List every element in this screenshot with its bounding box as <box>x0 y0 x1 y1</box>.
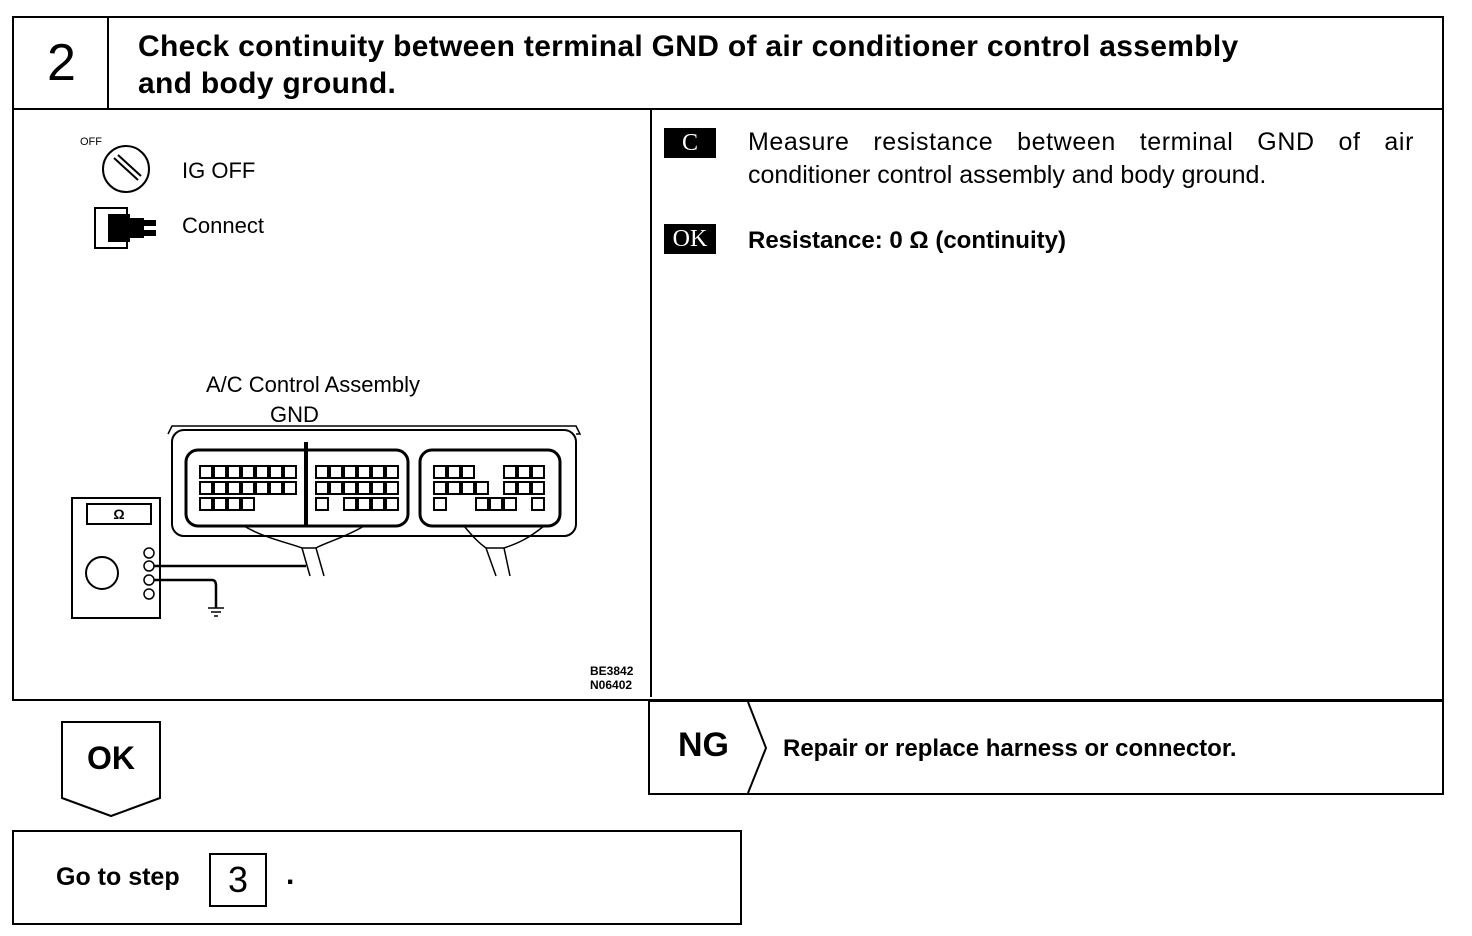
ng-branch-text: Repair or replace harness or connector. <box>783 735 1237 762</box>
goto-step-box: Go to step 3 . <box>12 830 742 925</box>
connector-2-pins <box>433 465 545 511</box>
ohmmeter-display: Ω <box>86 503 152 525</box>
check-text-line2: conditioner control assembly and body gr… <box>748 161 1267 189</box>
connector-2 <box>418 448 562 528</box>
step-number-cell: 2 <box>14 18 109 108</box>
body-ground-icon <box>208 607 224 617</box>
step-number: 2 <box>47 34 76 92</box>
ignition-key-icon <box>102 145 150 193</box>
ok-spec-text: Resistance: 0 Ω (continuity) <box>748 227 1066 254</box>
figure-panel: OFF IG OFF Connect A/C Control Assembly … <box>14 108 652 697</box>
step-title-line1: Check continuity between terminal GND of… <box>138 30 1239 63</box>
check-text-line1: Measure resistance between terminal GND … <box>748 128 1414 156</box>
connector-1-pins <box>199 465 399 511</box>
ohmmeter-dial <box>85 556 119 590</box>
ok-branch-label: OK <box>87 740 135 776</box>
probe-lead-ground <box>154 578 218 608</box>
ohmmeter-jacks <box>143 547 155 600</box>
connector-icon <box>94 207 156 249</box>
ok-branch: OK <box>62 722 160 818</box>
connect-label: Connect <box>182 213 264 238</box>
main-body: OFF IG OFF Connect A/C Control Assembly … <box>12 108 1444 701</box>
ign-switch-small-label: OFF <box>80 136 102 148</box>
step-header: 2 Check continuity between terminal GND … <box>12 16 1444 110</box>
figure-code-line2: N06402 <box>590 678 633 692</box>
figure-code-line1: BE3842 <box>590 664 634 678</box>
ng-branch-label: NG <box>678 726 729 764</box>
ohmmeter-body <box>71 497 161 619</box>
goto-step-period: . <box>286 858 295 891</box>
assembly-label: A/C Control Assembly <box>206 372 420 397</box>
wiring-diagram <box>71 425 582 619</box>
ok-tag: OK <box>664 224 716 254</box>
instruction-panel: C Measure resistance between terminal GN… <box>652 108 1442 697</box>
gnd-label: GND <box>270 402 319 427</box>
check-tag: C <box>664 128 716 158</box>
connector-1 <box>184 448 410 528</box>
ng-branch: NG Repair or replace harness or connecto… <box>648 700 1444 795</box>
step-title-line2: and body ground. <box>138 67 397 100</box>
harness-bundles <box>243 525 545 577</box>
goto-step-label: Go to step <box>56 863 180 891</box>
check-text: Measure resistance between terminal GND … <box>748 126 1414 192</box>
goto-step-number[interactable]: 3 <box>209 853 267 907</box>
step-title: Check continuity between terminal GND of… <box>138 28 1428 102</box>
figure-code: BE3842 N06402 <box>590 664 633 692</box>
ok-arrow-shape <box>61 721 161 818</box>
assembly-outline-top <box>167 425 582 435</box>
ng-arrow-divider <box>747 702 768 793</box>
assembly-body <box>171 429 577 537</box>
ign-off-label: IG OFF <box>182 158 256 183</box>
